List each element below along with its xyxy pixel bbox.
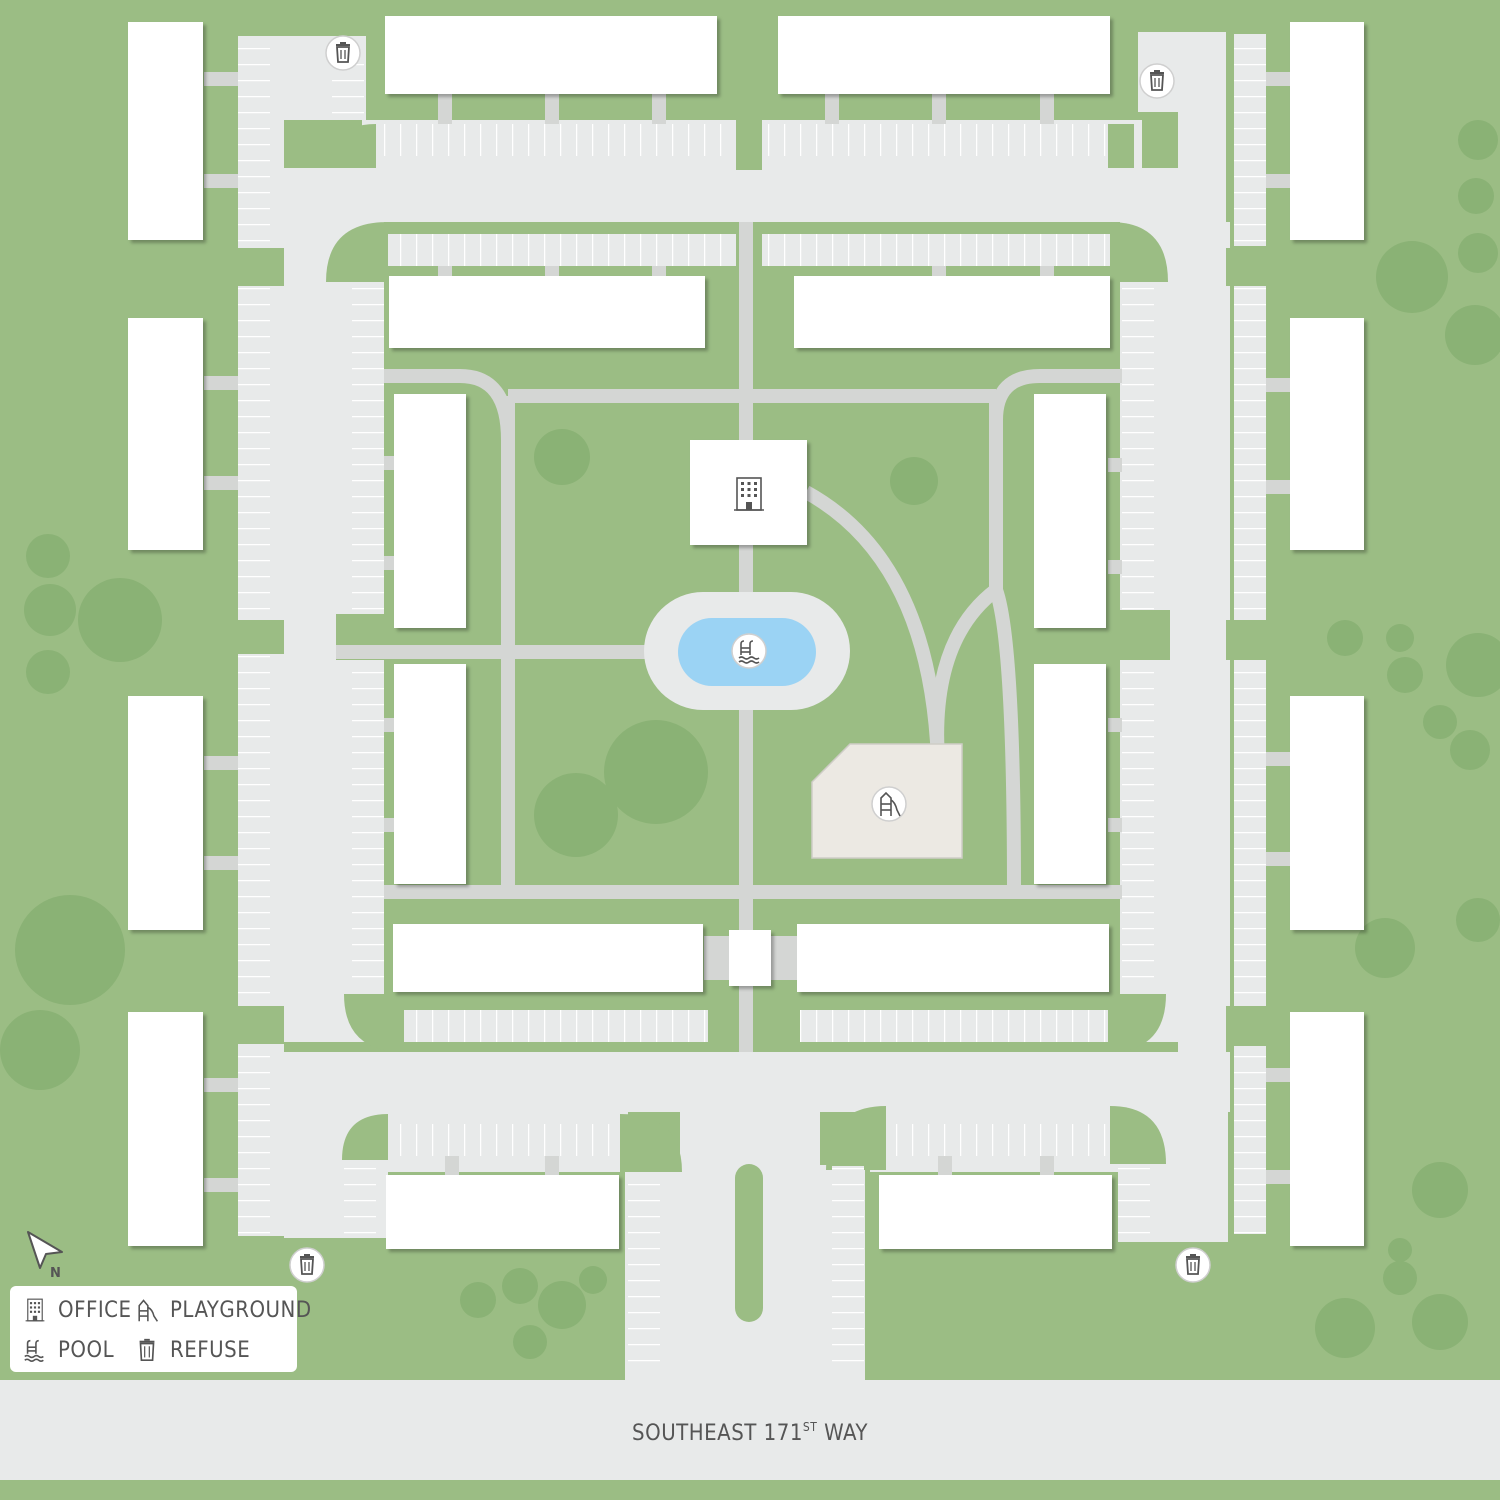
playground-icon[interactable]: [871, 786, 907, 822]
refuse-icon[interactable]: [325, 35, 361, 71]
legend-item-refuse: REFUSE: [134, 1335, 250, 1365]
refuse-icon: [139, 1338, 155, 1362]
legend-label-pool: POOL: [58, 1337, 115, 1363]
street-suffix: ST: [802, 1420, 818, 1434]
legend-label-playground: PLAYGROUND: [170, 1297, 312, 1323]
buildings: [128, 16, 1364, 1249]
street-label: SOUTHEAST 171ST WAY: [0, 1420, 1500, 1446]
legend-label-office: OFFICE: [58, 1297, 132, 1323]
legend: OFFICE PLAYGROUND POOL: [10, 1286, 311, 1372]
north-arrow-icon: N: [27, 1231, 63, 1281]
pool-icon[interactable]: [731, 633, 767, 669]
legend-item-playground: PLAYGROUND: [134, 1295, 312, 1325]
refuse-icon[interactable]: [289, 1247, 325, 1283]
north-arrow: N: [24, 1228, 68, 1281]
office-icon: [25, 1298, 45, 1322]
legend-item-pool: POOL: [22, 1335, 114, 1365]
trees: [0, 120, 1500, 1359]
refuse-icon[interactable]: [1175, 1247, 1211, 1283]
refuse-icon[interactable]: [1139, 63, 1175, 99]
legend-item-office: OFFICE: [22, 1295, 132, 1325]
street: [0, 1380, 1500, 1480]
islands: [206, 120, 1296, 1322]
office-icon[interactable]: [734, 477, 764, 511]
pool-icon: [24, 1339, 44, 1362]
north-label: N: [50, 1266, 61, 1280]
legend-label-refuse: REFUSE: [170, 1337, 251, 1363]
parking: [238, 34, 1266, 1376]
street-tail: WAY: [824, 1421, 868, 1446]
building-walkways: [204, 72, 1290, 1192]
street-name: SOUTHEAST 171: [632, 1421, 803, 1446]
sidewalks: [336, 222, 1122, 1052]
playground-icon: [138, 1299, 159, 1322]
